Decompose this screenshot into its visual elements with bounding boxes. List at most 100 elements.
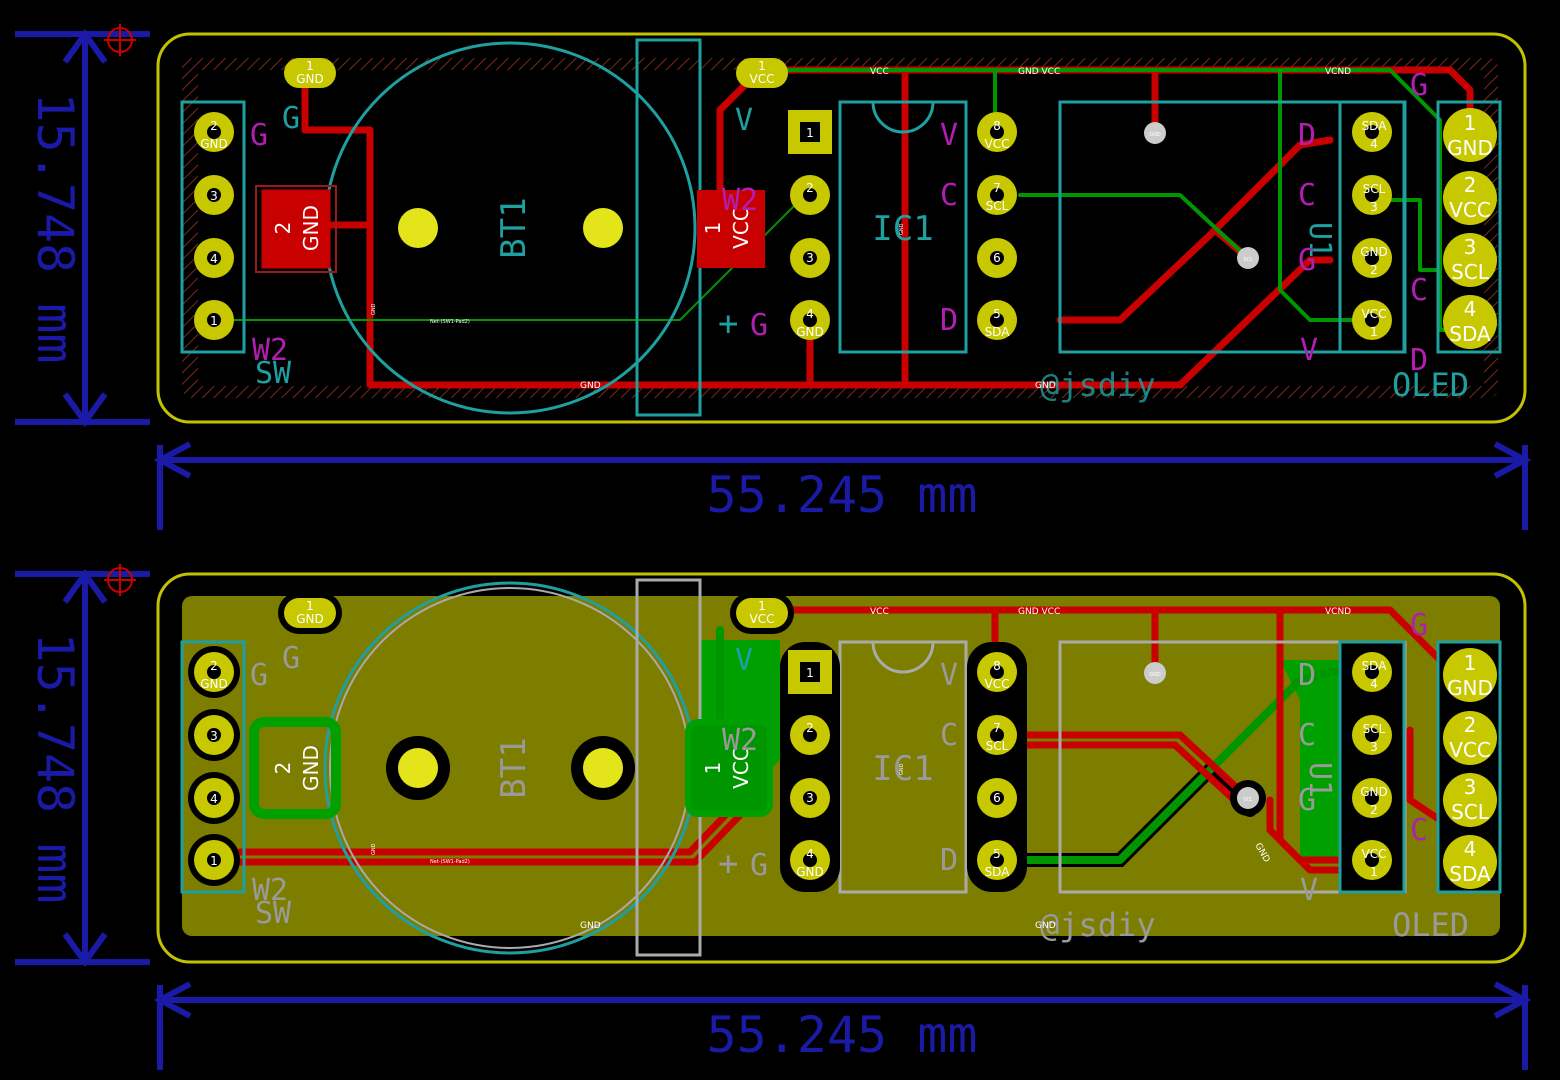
battery-pos-pad[interactable] xyxy=(685,719,773,817)
oled-label: OLED xyxy=(1392,366,1469,404)
gnd-pad-label: GND xyxy=(296,72,324,86)
gnd-pad[interactable] xyxy=(284,58,336,88)
battery-neg-pad[interactable] xyxy=(261,189,331,269)
svg-text:2: 2 xyxy=(1464,173,1477,197)
svg-text:G: G xyxy=(1298,783,1316,818)
svg-text:1: 1 xyxy=(1370,325,1378,339)
svg-text:3: 3 xyxy=(806,251,814,265)
svg-text:GND: GND xyxy=(899,763,905,775)
svg-text:SW: SW xyxy=(255,896,292,931)
via xyxy=(1237,247,1259,269)
svg-text:V: V xyxy=(735,103,753,138)
board-outline[interactable] xyxy=(156,32,1527,424)
svg-text:VCC: VCC xyxy=(1449,738,1491,762)
svg-text:1: 1 xyxy=(210,314,218,328)
svg-text:2: 2 xyxy=(271,762,295,775)
svg-text:5: 5 xyxy=(993,847,1001,861)
svg-text:3: 3 xyxy=(1464,775,1477,799)
svg-text:GND VCC: GND VCC xyxy=(1018,67,1060,77)
battery-pad[interactable] xyxy=(583,748,623,788)
svg-text:6: 6 xyxy=(993,791,1001,805)
svg-text:7: 7 xyxy=(993,721,1001,735)
svg-text:GND: GND xyxy=(1360,245,1388,259)
svg-text:V: V xyxy=(1300,333,1318,368)
svg-text:C: C xyxy=(1410,813,1428,848)
vcc-pad[interactable] xyxy=(736,598,788,628)
battery-pos-pad[interactable] xyxy=(697,190,765,268)
svg-text:V: V xyxy=(735,643,753,678)
svg-text:D: D xyxy=(1410,343,1428,378)
svg-text:1: 1 xyxy=(306,599,314,613)
svg-text:GND: GND xyxy=(299,745,323,791)
sw-connector xyxy=(180,100,246,354)
svg-text:@jsdiy: @jsdiy xyxy=(1040,906,1156,944)
bt-neg-label: GND xyxy=(299,205,323,251)
ic1-notch xyxy=(871,101,935,134)
svg-text:IC1: IC1 xyxy=(872,749,933,789)
svg-text:C: C xyxy=(1298,718,1316,753)
svg-text:2: 2 xyxy=(806,721,814,735)
ic1-right-pins: 8 VCC 7 SCL 6 5 SDA xyxy=(977,652,1017,880)
svg-text:SCL: SCL xyxy=(1451,800,1490,824)
svg-text:4: 4 xyxy=(210,252,218,266)
battery-ref: BT1 xyxy=(494,197,534,258)
svg-text:V: V xyxy=(940,118,958,153)
board-outline[interactable] xyxy=(156,572,1527,964)
svg-text:V: V xyxy=(1300,873,1318,908)
origin-marker xyxy=(104,564,136,596)
svg-text:GND VCC: GND VCC xyxy=(1018,607,1060,617)
svg-text:G: G xyxy=(750,308,768,343)
svg-text:W2: W2 xyxy=(252,333,288,368)
bt-neg-pin: 2 xyxy=(271,222,295,235)
svg-text:1: 1 xyxy=(1370,865,1378,879)
battery-neg-pad[interactable] xyxy=(249,717,341,819)
sw-connector xyxy=(180,640,246,894)
battery-pad[interactable] xyxy=(583,208,623,248)
svg-text:2: 2 xyxy=(210,659,218,673)
svg-text:G: G xyxy=(1298,243,1316,278)
u1-pins: SDA 4 SCL 3 GND 2 VCC 1 xyxy=(1352,652,1392,880)
svg-text:W2: W2 xyxy=(722,183,758,218)
svg-text:SDA: SDA xyxy=(985,865,1011,879)
via xyxy=(1144,122,1166,144)
battery-pad[interactable] xyxy=(398,208,438,248)
front-traces xyxy=(236,606,1444,874)
svg-text:8: 8 xyxy=(993,119,1001,133)
board-top: BT1 2 GND 1 VCC 1 GND 1 VCC 2 GND 3 4 1 … xyxy=(156,32,1527,424)
svg-text:SCL: SCL xyxy=(986,199,1009,213)
svg-text:D: D xyxy=(940,843,958,878)
svg-text:2: 2 xyxy=(1464,713,1477,737)
svg-text:3: 3 xyxy=(1464,235,1477,259)
svg-text:+: + xyxy=(718,304,738,344)
svg-text:7: 7 xyxy=(993,181,1001,195)
svg-text:SCL: SCL xyxy=(986,739,1009,753)
svg-text:1: 1 xyxy=(806,666,814,680)
svg-text:2: 2 xyxy=(1370,803,1378,817)
svg-text:W2: W2 xyxy=(722,723,758,758)
svg-text:C: C xyxy=(1298,178,1316,213)
vcc-pad[interactable] xyxy=(736,58,788,88)
svg-text:VCC: VCC xyxy=(985,677,1010,691)
svg-text:VCC: VCC xyxy=(1449,198,1491,222)
gnd-pad-pin: 1 xyxy=(306,59,314,73)
svg-text:5: 5 xyxy=(993,307,1001,321)
svg-text:1: 1 xyxy=(758,599,766,613)
sw-pins: 2 GND 3 4 1 xyxy=(188,646,240,886)
u1-ref: U1 xyxy=(1302,222,1337,258)
svg-text:GND: GND xyxy=(200,677,228,691)
ratsnest xyxy=(215,189,811,321)
gnd-pad[interactable] xyxy=(284,598,336,628)
svg-text:8: 8 xyxy=(993,659,1001,673)
svg-text:4: 4 xyxy=(210,792,218,806)
svg-text:3: 3 xyxy=(1370,740,1378,754)
svg-text:G: G xyxy=(282,641,300,676)
svg-text:SCL: SCL xyxy=(1243,797,1253,803)
back-pour xyxy=(1280,660,1340,860)
battery-pad[interactable] xyxy=(398,748,438,788)
width-dimension-bottom: 55.245 mm xyxy=(707,1006,978,1064)
svg-text:2: 2 xyxy=(806,181,814,195)
svg-text:VCC: VCC xyxy=(1362,847,1387,861)
u1-pins: SDA 4 SCL 3 GND 2 VCC 1 xyxy=(1352,112,1392,340)
svg-text:GND: GND xyxy=(371,843,377,855)
